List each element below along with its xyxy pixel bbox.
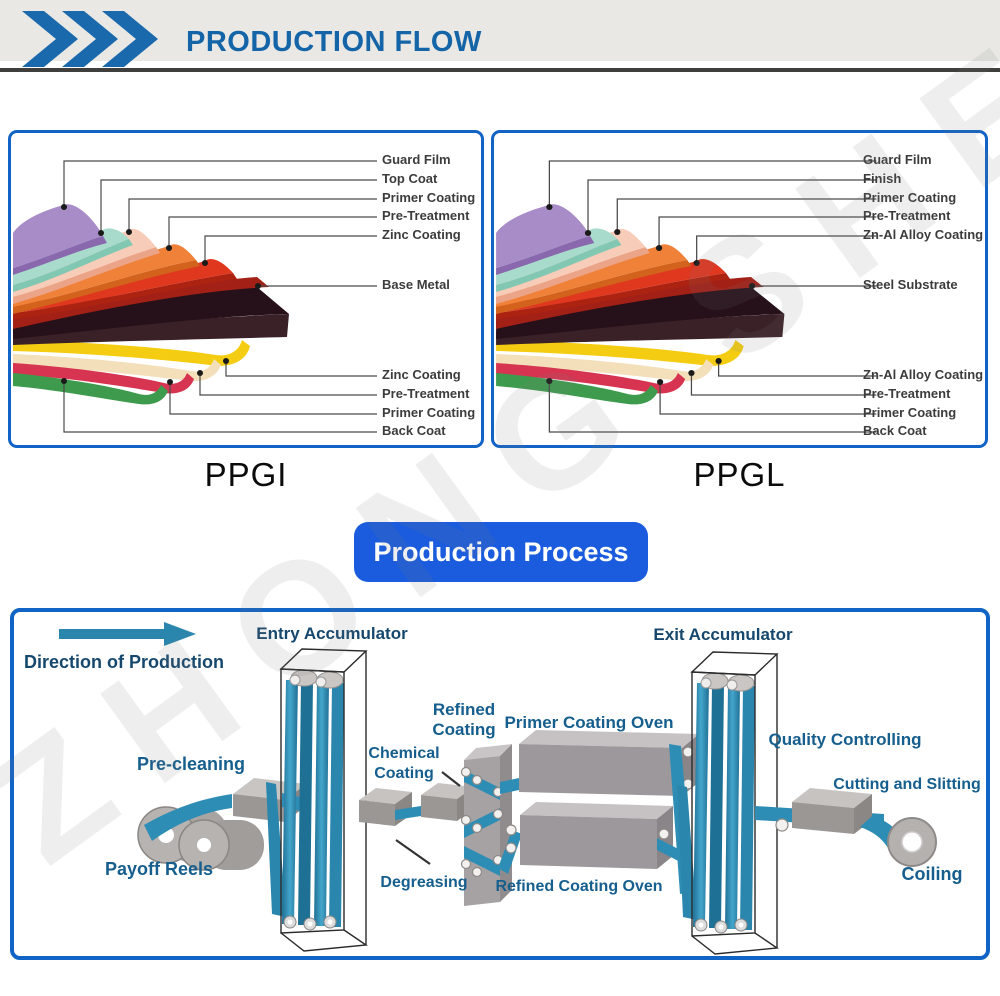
header-bar [0,0,1000,61]
label-degreasing: Degreasing [380,874,468,891]
label-chemical-coating: Chemical Coating [368,745,440,782]
layer-label-primer-coating: Primer Coating [382,190,476,205]
layer-label-znal-alloy-coating-bottom: Zn-Al Alloy Coating [863,367,984,382]
layer-label-pre-treatment: Pre-Treatment [863,208,951,223]
layer-label-guard-film: Guard Film [382,152,451,167]
ppgl-caption: PPGL [693,456,786,493]
direction-arrow-icon [59,622,196,646]
layer-label-finish: Finish [863,171,902,186]
label-payoff-reels: Payoff Reels [104,859,214,879]
layer-label-pre-treatment-bottom: Pre-Treatment [382,386,470,401]
layer-label-primer-coating-bottom: Primer Coating [863,405,957,420]
triple-chevron-icon [22,11,158,67]
layer-label-steel-substrate: Steel Substrate [863,277,958,292]
label-cutting-and-slitting: Cutting and Slitting [833,776,981,793]
exit-accumulator-graphic [676,651,778,955]
layer-label-zinc-coating: Zinc Coating [382,227,461,242]
page-title: PRODUCTION FLOW [186,26,482,58]
label-refined-coating-oven: Refined Coating Oven [495,878,663,895]
label-primer-coating-oven: Primer Coating Oven [504,713,674,732]
layer-label-base-metal: Base Metal [382,277,450,292]
header-underline [0,68,1000,72]
layer-label-zinc-coating-bottom: Zinc Coating [382,367,461,382]
layer-label-guard-film: Guard Film [863,152,932,167]
degreasing-box-1 [359,788,412,826]
layer-label-pre-treatment-bottom: Pre-Treatment [863,386,951,401]
ppgi-layer-illustration [13,160,377,433]
layer-label-pre-treatment: Pre-Treatment [382,208,470,223]
layer-label-primer-coating: Primer Coating [863,190,957,205]
label-quality-controlling: Quality Controlling [768,730,922,749]
ppgi-diagram-panel: Guard Film Top Coat Primer Coating Pre-T… [8,130,484,448]
ppgi-caption: PPGI [204,456,288,493]
production-process-panel: Direction of Production Entry Accumulato… [10,608,990,960]
label-direction-of-production: Direction of Production [24,652,224,672]
layer-label-back-coat: Back Coat [863,423,927,438]
label-coiling: Coiling [901,864,963,884]
ppgl-diagram-panel: Guard Film Finish Primer Coating Pre-Tre… [491,130,988,448]
label-pre-cleaning: Pre-cleaning [136,754,246,774]
layer-label-back-coat: Back Coat [382,423,446,438]
coiling-roll-graphic [887,817,937,867]
cutting-slitting-box [792,788,872,834]
process-flow-illustration [59,622,937,955]
refined-coating-oven-box [520,802,673,869]
accumulator-graphic [266,648,368,952]
production-process-button[interactable]: Production Process [354,522,648,582]
layer-label-top-coat: Top Coat [382,171,438,186]
label-exit-accumulator: Exit Accumulator [653,625,793,644]
layer-label-znal-alloy-coating: Zn-Al Alloy Coating [863,227,984,242]
label-entry-accumulator: Entry Accumulator [256,624,408,643]
label-refined-coating: Refined Coating [432,700,496,739]
layer-label-primer-coating-bottom: Primer Coating [382,405,476,420]
